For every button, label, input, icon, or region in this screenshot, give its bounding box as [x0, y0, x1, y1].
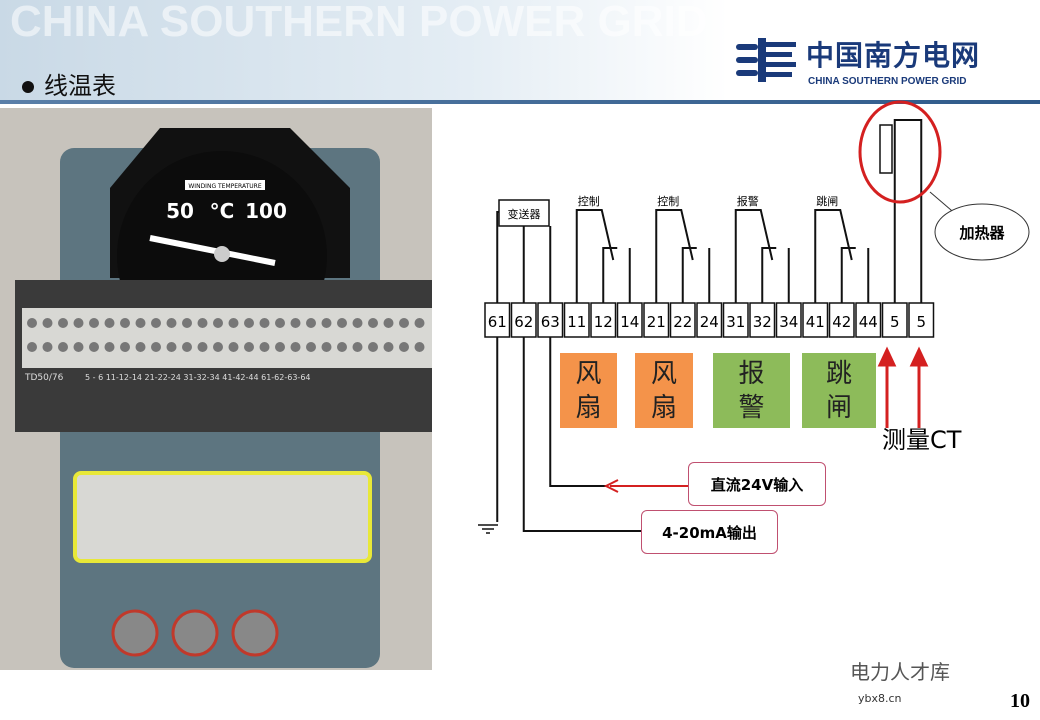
heater-callout	[934, 203, 1030, 261]
terminal-box	[828, 302, 855, 338]
function-block-0: 风扇	[560, 353, 617, 428]
terminal-label: 41	[806, 313, 825, 331]
current-output-box: 4-20mA输出	[641, 510, 778, 554]
heater-resistor-icon	[879, 124, 893, 174]
terminal-box	[722, 302, 749, 338]
terminal-box	[881, 302, 908, 338]
terminal-label: 31	[726, 313, 745, 331]
strip-numbers: 5 - 6 11-12-14 21-22-24 31-32-34 41-42-4…	[85, 373, 311, 382]
function-block-3: 跳闸	[802, 353, 876, 428]
terminal-box	[908, 302, 935, 338]
slide-header	[0, 0, 1040, 100]
function-block-2: 报警	[713, 353, 790, 428]
header-background-text: CHINA SOUTHERN POWER GRID	[10, 0, 708, 46]
terminal-label: 12	[594, 313, 613, 331]
gauge-100: 100	[245, 199, 287, 223]
relay-label: 跳闸	[816, 194, 838, 208]
terminal-label: 22	[673, 313, 692, 331]
header-divider	[0, 100, 1040, 104]
terminal-label: 42	[832, 313, 851, 331]
function-char: 警	[738, 392, 765, 423]
function-char: 风	[575, 358, 602, 389]
dc-24v-input-box: 直流24V输入	[688, 462, 826, 506]
terminal-box	[484, 302, 511, 338]
terminal-label: 5	[890, 313, 900, 331]
terminal-box	[775, 302, 802, 338]
transmitter-label: 变送器	[508, 207, 541, 221]
function-char: 闸	[825, 392, 852, 423]
slide-title-text: 线温表	[44, 72, 116, 100]
logo-chinese-text: 中国南方电网	[806, 39, 981, 72]
terminal-label: 5	[916, 313, 926, 331]
terminal-label: 61	[488, 313, 507, 331]
terminal-box	[802, 302, 829, 338]
function-char: 风	[650, 358, 677, 389]
slide-title: 线温表	[22, 66, 116, 101]
function-block-1: 风扇	[635, 353, 693, 428]
function-char: 扇	[575, 392, 602, 423]
relay-label: 控制	[657, 194, 679, 208]
ct-arrows	[603, 346, 929, 493]
relay-label: 报警	[737, 194, 759, 208]
strip-label: TD50/76	[24, 373, 64, 383]
ct-label: 测量CT	[882, 426, 962, 454]
terminal-label: 21	[647, 313, 666, 331]
terminal-box	[563, 302, 590, 338]
terminal-box	[537, 302, 564, 338]
logo-english-text: CHINA SOUTHERN POWER GRID	[808, 76, 967, 87]
gauge-label: WINDING TEMPERATURE	[188, 183, 261, 190]
terminal-label: 24	[700, 313, 719, 331]
terminal-label: 11	[567, 313, 586, 331]
watermark-site: ybx8.cn	[858, 692, 902, 705]
terminal-label: 62	[514, 313, 533, 331]
watermark-text: 电力人才库	[850, 660, 950, 684]
terminal-label: 34	[779, 313, 798, 331]
terminal-box	[643, 302, 670, 338]
bullet-icon	[22, 81, 34, 93]
gauge-unit: °C	[210, 199, 235, 223]
terminal-box	[669, 302, 696, 338]
terminal-box	[855, 302, 882, 338]
heater-highlight-circle	[858, 100, 942, 204]
terminal-box	[696, 302, 723, 338]
function-char: 报	[738, 358, 765, 389]
logo-mark-icon	[736, 38, 796, 82]
terminal-label: 44	[859, 313, 878, 331]
terminal-label: 14	[620, 313, 639, 331]
gauge-50: 50	[166, 199, 194, 223]
terminal-label: 63	[541, 313, 560, 331]
heater-callout-text: 加热器	[958, 224, 1005, 242]
terminal-box	[616, 302, 643, 338]
function-char: 扇	[650, 392, 677, 423]
function-char: 跳	[825, 358, 852, 389]
photo-illustration: WINDING TEMPERATURE 50 °C 100 TD50/76 5 …	[0, 108, 438, 670]
page-number: 10	[1010, 690, 1030, 712]
transmitter-box	[498, 199, 550, 227]
relay-label: 控制	[578, 194, 600, 208]
terminal-box	[590, 302, 617, 338]
device-photo: WINDING TEMPERATURE 50 °C 100 TD50/76 5 …	[0, 108, 438, 670]
terminal-label: 32	[753, 313, 772, 331]
terminal-box	[749, 302, 776, 338]
terminal-box	[510, 302, 537, 338]
ground-icon	[478, 524, 498, 534]
